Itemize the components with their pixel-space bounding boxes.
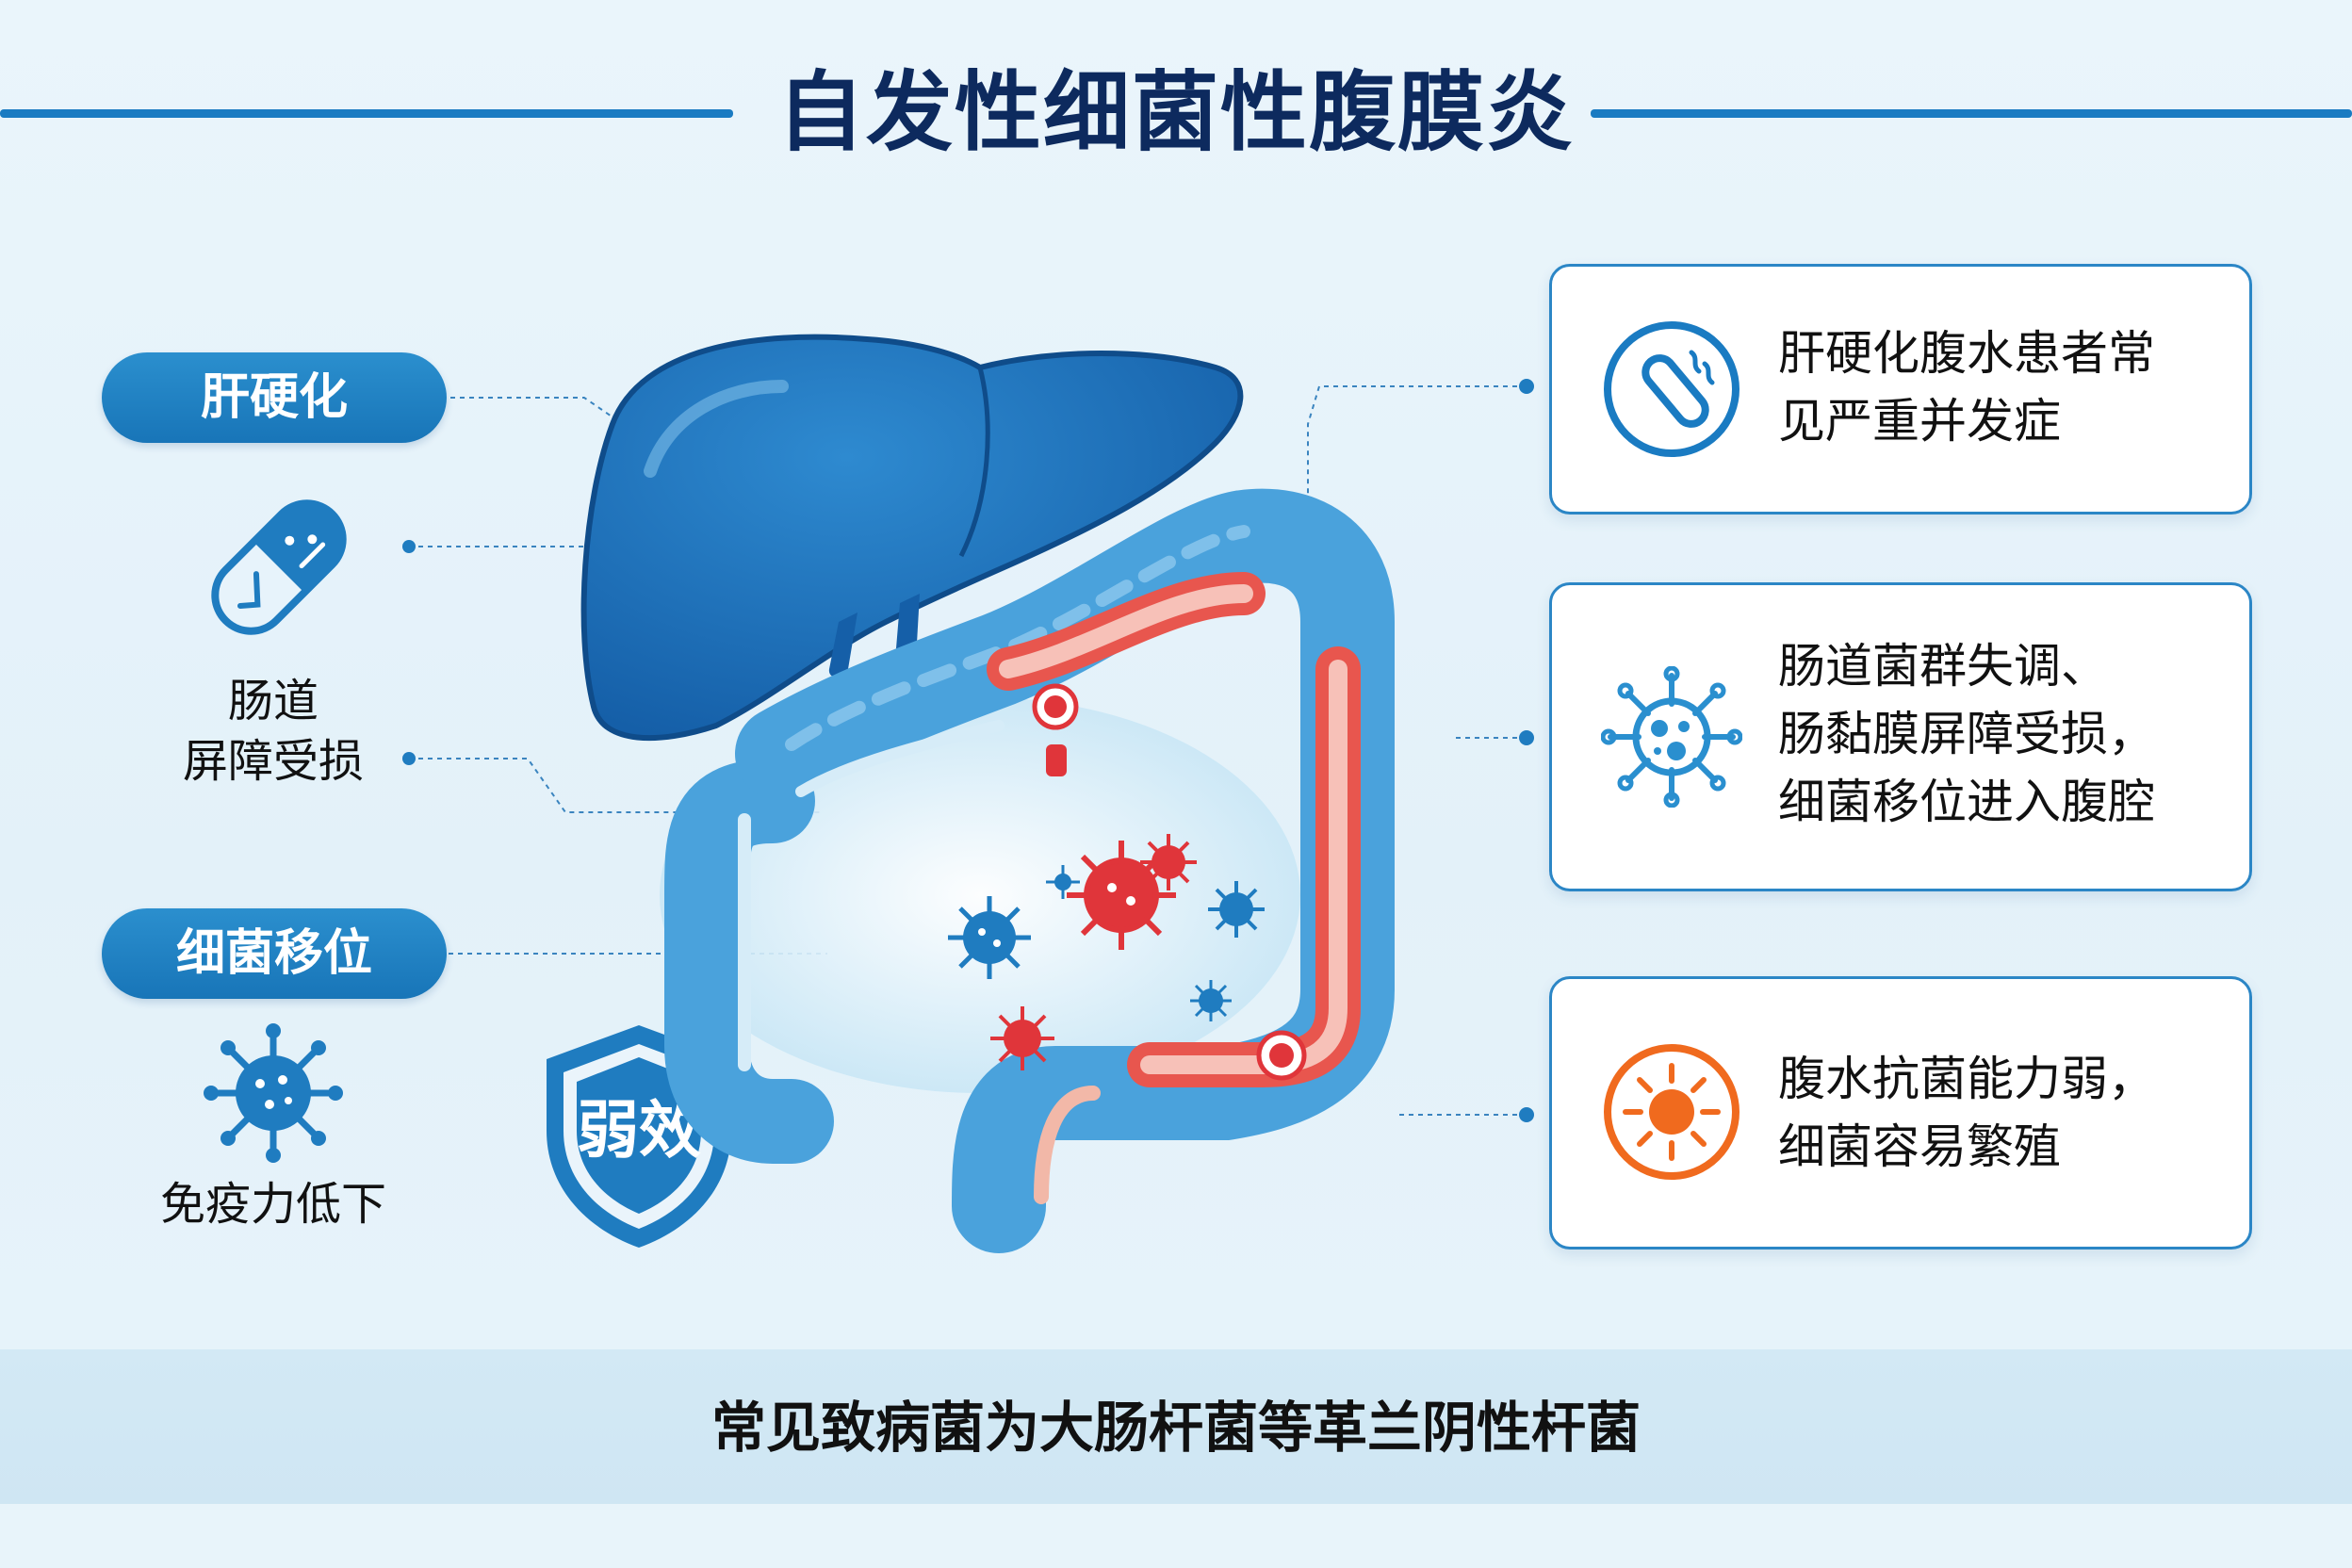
title-line-right <box>1591 109 2352 118</box>
footer-banner <box>0 1349 2352 1504</box>
card-text-ascites: 腹水抗菌能力弱， 细菌容易繁殖 <box>1778 1052 2155 1174</box>
large-intestine <box>664 759 834 1164</box>
liver <box>580 334 1244 742</box>
page-title: 自发性细菌性腹膜炎 <box>776 62 1575 163</box>
title-line-left <box>0 109 733 118</box>
pill-cirrhosis: 肝硬化 <box>102 352 447 443</box>
pill-translocation: 细菌移位 <box>102 908 447 999</box>
bacteria-cluster <box>948 834 1265 1070</box>
card-text-complication: 肝硬化腹水患者常 见严重并发症 <box>1778 326 2155 449</box>
card-mechanism: 肠道菌群失调、 肠黏膜屏障受损， 细菌移位进入腹腔 <box>1549 582 2252 891</box>
immunity-label: 免疫力低下 <box>159 1178 386 1231</box>
card-text-mechanism: 肠道菌群失调、 肠黏膜屏障受损， 细菌移位进入腹腔 <box>1778 639 2155 829</box>
ascites-fluid <box>660 697 1300 1093</box>
footer-text: 常见致病菌为大肠杆菌等革兰阴性杆菌 <box>710 1396 1641 1460</box>
bacteria-rod-icon <box>1604 321 1740 457</box>
card-complication: 肝硬化腹水患者常 见严重并发症 <box>1549 264 2252 514</box>
organ-illustration <box>580 334 1395 1253</box>
card-ascites: 腹水抗菌能力弱， 细菌容易繁殖 <box>1549 976 2252 1250</box>
virus-icon <box>204 1023 343 1163</box>
barrier-label: 肠道 屏障受损 <box>182 675 364 788</box>
virus-icon <box>1601 666 1742 808</box>
sun-bacteria-icon <box>1604 1044 1740 1180</box>
capsule-icon <box>211 499 347 635</box>
